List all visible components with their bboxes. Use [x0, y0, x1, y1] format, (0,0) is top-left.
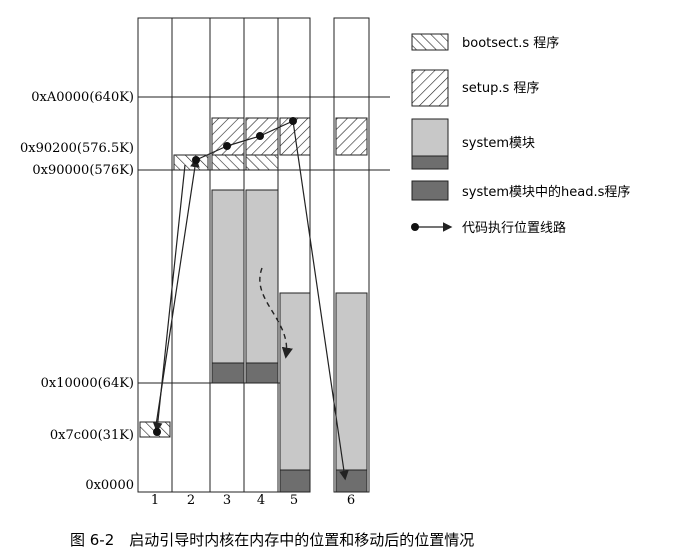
- legend-label-system: system模块: [462, 136, 535, 151]
- addr-label-90200: 0x90200(576.5K): [20, 141, 134, 156]
- legend-swatch-bootsect: [411, 33, 449, 51]
- head-block-col5: [279, 469, 311, 493]
- system-block-col5: [279, 292, 311, 471]
- exec-dot: [256, 132, 264, 140]
- exec-dot: [289, 117, 297, 125]
- column-number: 6: [347, 493, 355, 508]
- addr-label-0000: 0x0000: [85, 478, 134, 493]
- legend-label-head: system模块中的head.s程序: [462, 184, 630, 200]
- column-number: 1: [151, 493, 159, 508]
- legend-swatch-system: [411, 118, 449, 157]
- column-number: 5: [290, 493, 298, 508]
- exec-path-line: [259, 120, 294, 137]
- exec-path-line: [292, 120, 349, 481]
- memory-columns-frame: [137, 17, 311, 493]
- legend-label-setup: setup.s 程序: [462, 81, 539, 96]
- head-block-col4: [245, 362, 279, 384]
- column-number: 2: [187, 493, 195, 508]
- legend-swatch-setup: [411, 69, 449, 107]
- exec-path-line: [195, 145, 228, 161]
- bootsect-block-col3: [211, 154, 245, 171]
- exec-dot: [223, 142, 231, 150]
- head-block-col6: [335, 469, 368, 493]
- system-move-dashed-arrow: [259, 267, 293, 359]
- exec-dot: [192, 156, 200, 164]
- system-block-col6: [335, 292, 368, 471]
- exec-path-line: [226, 135, 261, 147]
- setup-block-col6: [335, 117, 368, 156]
- column-number: 3: [223, 493, 231, 508]
- system-block-col4: [245, 189, 279, 364]
- addr-label-10000: 0x10000(64K): [41, 376, 134, 391]
- exec-dot: [153, 428, 161, 436]
- exec-path-line: [152, 164, 186, 433]
- addr-label-7c00: 0x7c00(31K): [50, 428, 134, 443]
- legend-swatch-head: [411, 180, 449, 201]
- legend-path-dot: [411, 223, 419, 231]
- bootsect-block-col4: [245, 154, 279, 171]
- addr-label-90000: 0x90000(576K): [32, 163, 134, 178]
- column-number: 4: [257, 493, 265, 508]
- legend-label-bootsect: bootsect.s 程序: [462, 36, 559, 51]
- legend-swatch-system-head: [411, 155, 449, 170]
- legend-label-path: 代码执行位置线路: [462, 220, 566, 236]
- addr-label-a0000: 0xA0000(640K): [31, 90, 134, 105]
- figure-caption: 图 6-2 启动引导时内核在内存中的位置和移动后的位置情况: [70, 531, 474, 549]
- head-block-col3: [211, 362, 245, 384]
- system-block-col3: [211, 189, 245, 364]
